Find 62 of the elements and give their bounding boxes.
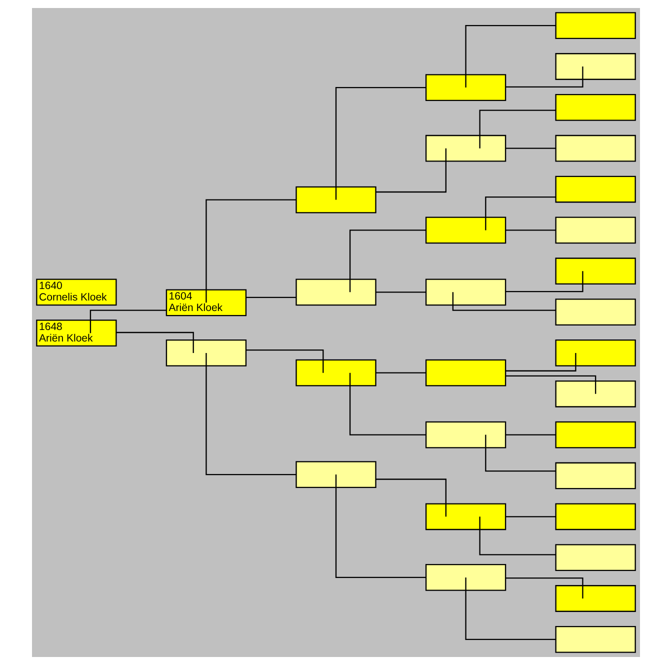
node-box: [555, 585, 636, 612]
node-box: [425, 134, 506, 162]
node-box: [555, 258, 636, 285]
node-box: [555, 544, 636, 572]
node-box: [555, 626, 636, 653]
connector: [206, 199, 296, 303]
connector: [465, 577, 556, 640]
node-box: 1604 Ariën Kloek: [166, 289, 247, 316]
connector: [349, 230, 426, 292]
connector: [90, 310, 166, 334]
connector: [506, 230, 556, 231]
node-box: [555, 380, 636, 408]
connector: [335, 86, 426, 200]
node-box: [425, 564, 506, 591]
connector: [479, 516, 556, 556]
connector: [206, 352, 296, 476]
node-box: [555, 298, 636, 326]
node-box: [555, 134, 636, 162]
connector: [335, 474, 426, 578]
node-box: [425, 278, 506, 306]
node-box: 1648 Ariën Kloek: [36, 320, 117, 347]
connector: [452, 292, 556, 311]
node-box: [296, 278, 376, 306]
node-box: [425, 216, 506, 244]
node-box: [555, 94, 636, 121]
connector: [506, 434, 556, 436]
connector: [506, 148, 556, 149]
connector: [376, 292, 426, 293]
node-box: 1640 Cornelis Kloek: [36, 278, 117, 306]
node-box: [555, 340, 636, 366]
connector: [116, 332, 194, 353]
node-box: [555, 462, 636, 490]
node-box: [555, 421, 636, 448]
connector: [246, 296, 296, 298]
connector: [349, 372, 426, 436]
node-box: [555, 12, 636, 40]
node-box: [425, 74, 506, 101]
node-box: [425, 503, 506, 530]
connector: [506, 375, 596, 394]
connector: [506, 66, 584, 88]
connector: [506, 271, 584, 292]
node-box: [425, 359, 506, 386]
connector: [506, 577, 584, 598]
connector: [376, 148, 446, 193]
connector: [479, 110, 556, 148]
node-box: [296, 461, 376, 488]
node-box: [555, 503, 636, 530]
connector: [376, 478, 446, 517]
node-box: [555, 176, 636, 203]
connector: [485, 434, 556, 472]
connector: [246, 349, 324, 373]
connector: [506, 352, 576, 372]
connector: [376, 372, 426, 374]
connector: [506, 516, 556, 518]
node-box: [296, 359, 376, 386]
node-box: [555, 53, 636, 80]
node-box: [425, 421, 506, 448]
node-box: [166, 340, 247, 366]
node-box: [296, 186, 376, 214]
connector: [465, 25, 556, 88]
node-box: [555, 216, 636, 244]
connector: [485, 196, 556, 230]
